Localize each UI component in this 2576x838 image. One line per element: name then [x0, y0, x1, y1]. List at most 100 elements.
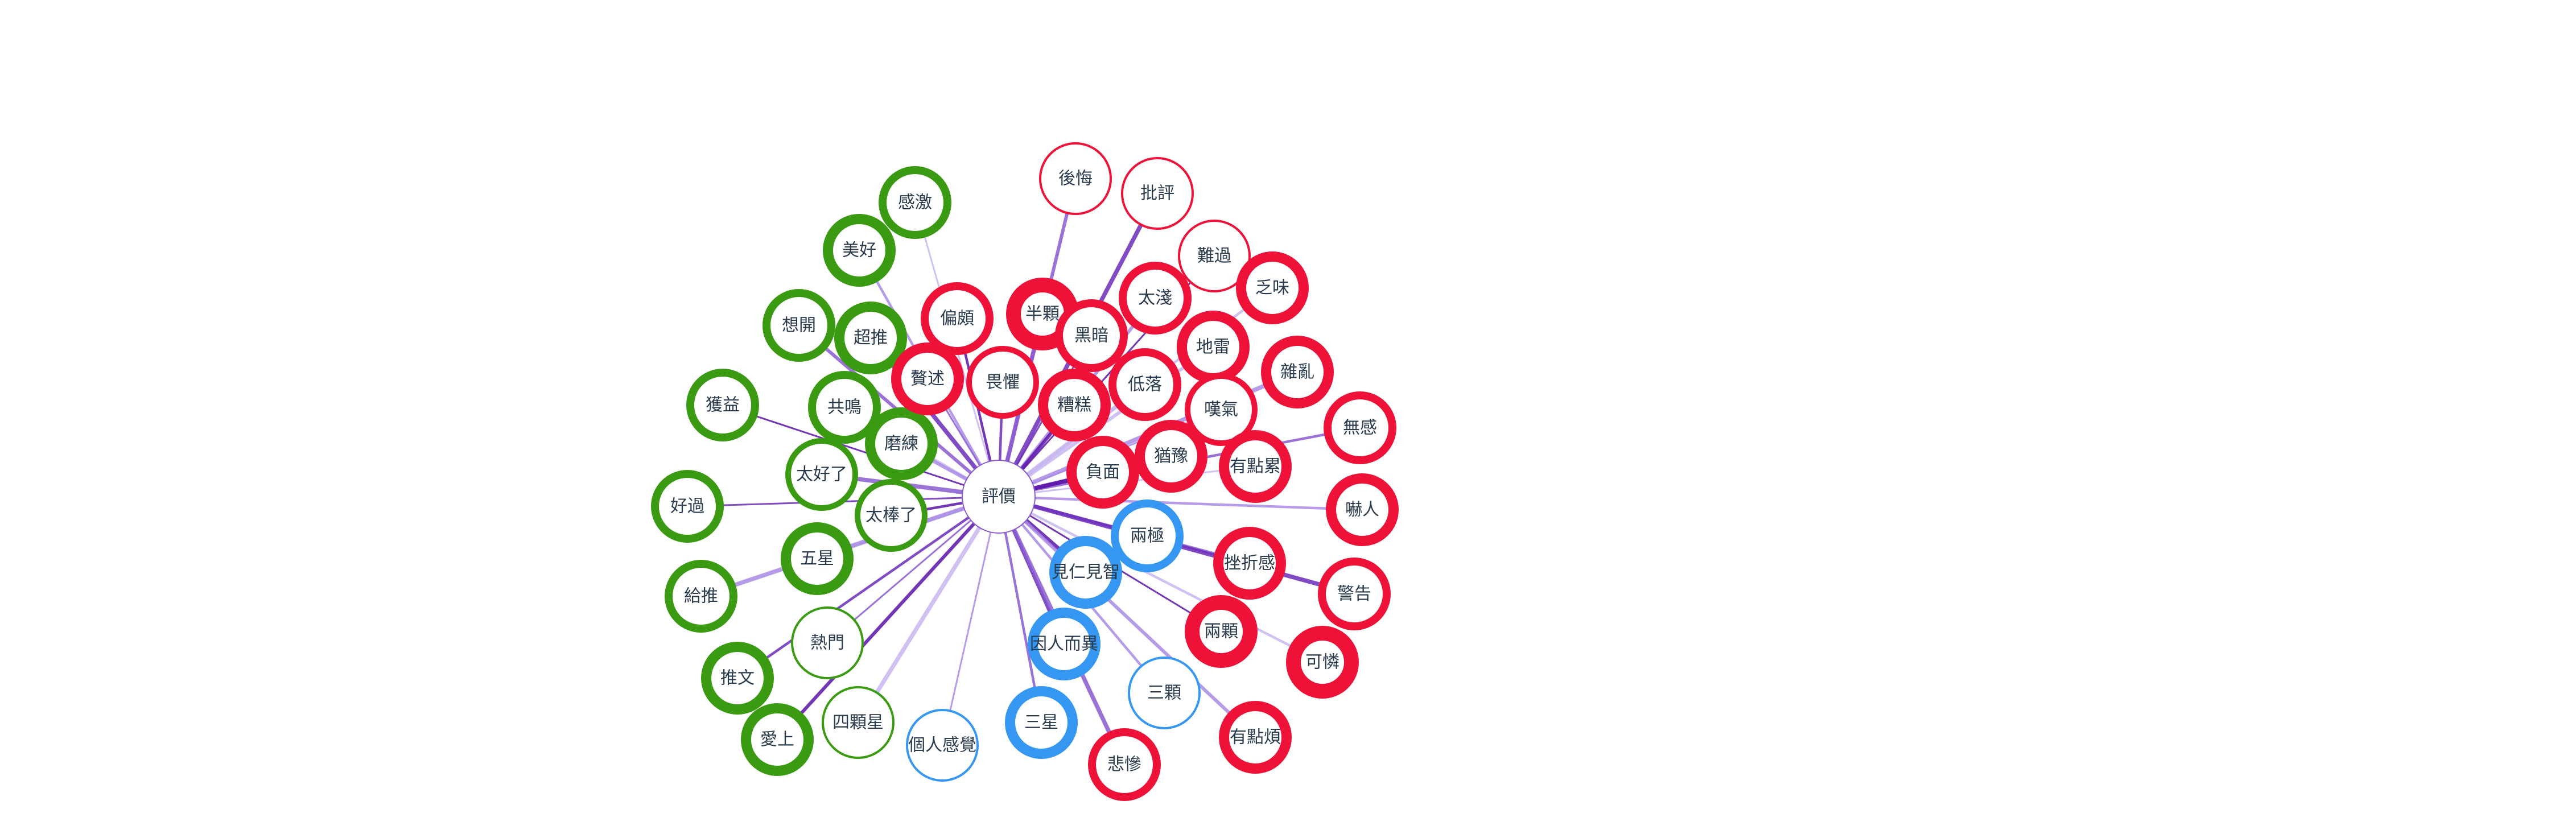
- node-circle: [1135, 420, 1207, 493]
- node-chaotui[interactable]: 超推: [834, 302, 907, 374]
- node-wuxing[interactable]: 五星: [781, 522, 854, 595]
- node-houhui[interactable]: 後悔: [1039, 142, 1112, 215]
- node-circle: [781, 522, 854, 595]
- node-youdianlei[interactable]: 有點累: [1219, 430, 1292, 503]
- node-molian[interactable]: 磨練: [865, 407, 938, 480]
- node-label: 黑暗: [1074, 326, 1108, 346]
- node-heian[interactable]: 黑暗: [1055, 299, 1128, 372]
- node-label: 難過: [1197, 246, 1231, 266]
- node-haoguo[interactable]: 好過: [651, 470, 724, 543]
- node-liangke[interactable]: 兩顆: [1185, 595, 1258, 668]
- node-sikexing[interactable]: 四顆星: [822, 686, 895, 759]
- node-label: 悲慘: [1107, 755, 1141, 775]
- node-circle: [891, 342, 964, 415]
- node-label: 三星: [1024, 713, 1058, 733]
- node-xiangkai[interactable]: 想開: [763, 289, 835, 362]
- node-circle: [822, 686, 895, 759]
- node-tanqi[interactable]: 嘆氣: [1185, 373, 1258, 446]
- node-zanshu[interactable]: 贅述: [891, 342, 964, 415]
- node-label: 推文: [720, 668, 755, 688]
- node-cuozhe[interactable]: 挫折感: [1213, 527, 1286, 600]
- node-taihaole[interactable]: 太好了: [785, 438, 858, 511]
- node-label: 美好: [842, 241, 876, 261]
- node-circle: [686, 369, 759, 441]
- center-node[interactable]: 評價: [962, 460, 1036, 534]
- node-label: 愛上: [760, 730, 794, 750]
- node-label: 獲益: [706, 395, 740, 415]
- node-label: 太棒了: [865, 506, 917, 526]
- node-circle: [1219, 430, 1292, 503]
- node-huoyi[interactable]: 獲益: [686, 369, 759, 441]
- node-label: 畏懼: [986, 373, 1020, 393]
- node-remen[interactable]: 熱門: [791, 606, 864, 679]
- node-zaogao[interactable]: 糟糕: [1038, 369, 1111, 441]
- node-gongming[interactable]: 共鳴: [808, 371, 881, 444]
- node-pianpo[interactable]: 偏頗: [921, 282, 994, 355]
- node-label: 低落: [1128, 375, 1162, 395]
- node-dilei[interactable]: 地雷: [1177, 311, 1250, 383]
- node-circle: [1236, 251, 1309, 324]
- node-jinggao[interactable]: 警告: [1318, 558, 1391, 630]
- node-label: 乏味: [1255, 278, 1289, 298]
- node-circle: [785, 438, 858, 511]
- node-label: 地雷: [1196, 337, 1230, 357]
- node-fumian[interactable]: 負面: [1066, 436, 1139, 509]
- node-label: 負面: [1086, 463, 1120, 482]
- node-taiqian[interactable]: 太淺: [1119, 262, 1192, 335]
- node-beican[interactable]: 悲慘: [1088, 728, 1161, 801]
- node-circle: [834, 302, 907, 374]
- node-circle: [1066, 436, 1139, 509]
- node-circle: [1055, 299, 1128, 372]
- node-sanxing[interactable]: 三星: [1005, 686, 1078, 759]
- node-wugan[interactable]: 無感: [1324, 391, 1396, 464]
- node-label: 有點煩: [1230, 728, 1281, 748]
- node-xiaren[interactable]: 嚇人: [1326, 473, 1399, 546]
- node-nanguo[interactable]: 難過: [1178, 220, 1251, 292]
- node-circle: [855, 479, 928, 552]
- node-label: 想開: [782, 316, 816, 336]
- node-circle: [1038, 369, 1111, 441]
- node-circle: [1088, 728, 1161, 801]
- node-yinrenery[interactable]: 因人而異: [1028, 608, 1101, 680]
- node-circle: [1028, 608, 1101, 680]
- node-label: 個人感覺: [908, 736, 976, 756]
- node-meihao[interactable]: 美好: [823, 214, 896, 287]
- node-diluo[interactable]: 低落: [1108, 348, 1181, 421]
- node-label: 太好了: [796, 465, 847, 485]
- node-tuiwen[interactable]: 推文: [701, 642, 774, 715]
- node-fawei[interactable]: 乏味: [1236, 251, 1309, 324]
- node-circle: [879, 166, 951, 239]
- node-aishang[interactable]: 愛上: [741, 703, 814, 776]
- node-circle: [701, 642, 774, 715]
- node-youyu[interactable]: 猶豫: [1135, 420, 1207, 493]
- node-circle: [1185, 373, 1258, 446]
- node-geitui[interactable]: 給推: [665, 560, 737, 633]
- node-label: 兩顆: [1204, 622, 1238, 642]
- node-label: 熱門: [810, 633, 844, 653]
- node-kelian[interactable]: 可憐: [1286, 626, 1359, 699]
- node-piping[interactable]: 批評: [1121, 157, 1194, 230]
- node-label: 挫折感: [1224, 554, 1275, 573]
- node-circle: [906, 709, 979, 782]
- node-taibangle[interactable]: 太棒了: [855, 479, 928, 552]
- edge-xiaren: [998, 495, 1363, 511]
- edge-gerenganjue: [941, 496, 1000, 746]
- node-jianren[interactable]: 見仁見智: [1049, 536, 1122, 609]
- node-label: 雜亂: [1280, 362, 1314, 382]
- node-sanke[interactable]: 三顆: [1128, 657, 1201, 729]
- node-zaluan[interactable]: 雜亂: [1261, 336, 1334, 408]
- node-gerenganjue[interactable]: 個人感覺: [906, 709, 979, 782]
- node-label: 見仁見智: [1052, 563, 1120, 583]
- edge-aishang: [776, 495, 1000, 741]
- node-weiju[interactable]: 畏懼: [966, 346, 1039, 419]
- edge-kelian: [998, 495, 1324, 664]
- node-youdianfan[interactable]: 有點煩: [1219, 701, 1292, 774]
- edge-sanxing: [997, 496, 1043, 723]
- node-circle: [741, 703, 814, 776]
- node-circle: [1039, 142, 1112, 215]
- node-circle: [823, 214, 896, 287]
- node-liangji[interactable]: 兩極: [1111, 500, 1184, 572]
- node-label: 偏頗: [940, 309, 974, 329]
- node-ganji[interactable]: 感激: [879, 166, 951, 239]
